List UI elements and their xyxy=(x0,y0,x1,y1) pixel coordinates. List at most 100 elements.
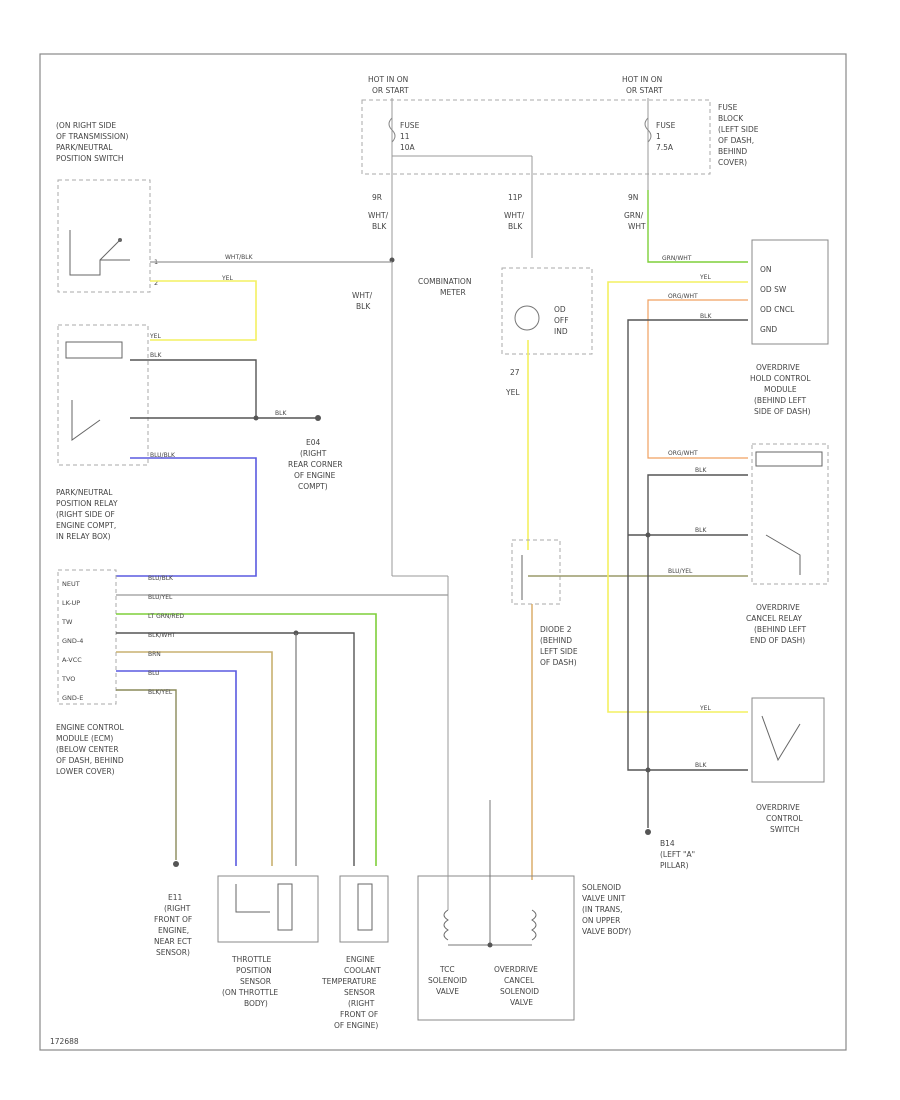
od-cancel-sol-label-1: CANCEL xyxy=(504,976,535,985)
hold-pin-gnd: GND xyxy=(760,325,777,334)
fuse-block-label-1: BLOCK xyxy=(718,114,744,123)
pn-relay-label-2: (RIGHT SIDE OF xyxy=(56,510,115,519)
od-switch-label-2: SWITCH xyxy=(770,825,799,834)
ect-label-0: ENGINE xyxy=(346,955,375,964)
ground-e4-label-4: COMPT) xyxy=(298,482,328,491)
ect-label-1: COOLANT xyxy=(344,966,381,975)
pn-switch-pin-2: 2 xyxy=(154,279,158,287)
od-cancel-sol-label-2: SOLENOID xyxy=(500,987,539,996)
wire-label-yel-switch: YEL xyxy=(699,705,711,712)
splice-ground-e4 xyxy=(253,415,259,421)
ground-e4-terminal xyxy=(315,415,321,421)
tcc-label-0: TCC xyxy=(439,965,455,974)
wire-label-blu-yel-diode: BLU/YEL xyxy=(668,568,693,575)
power-right-sub: OR START xyxy=(626,86,663,95)
wire-label-org-wht-top: ORG/WHT xyxy=(668,293,698,300)
od-hold-module xyxy=(751,239,829,345)
wire-blk-relay xyxy=(130,359,257,418)
tps-label-2: SENSOR xyxy=(240,977,271,986)
solenoid-unit-label-2: (IN TRANS, xyxy=(582,905,623,914)
fuse-left-rating: 10A xyxy=(400,143,416,152)
meter-wire: YEL xyxy=(505,388,520,397)
ect-label-6: OF ENGINE) xyxy=(334,1021,378,1030)
ecm-label-4: LOWER COVER) xyxy=(56,767,115,776)
wire-label-blu-yel-lkup: BLU/YEL xyxy=(148,594,173,601)
cancel-relay-label-2: (BEHIND LEFT xyxy=(754,625,807,634)
meter-lamp-1: OFF xyxy=(554,316,569,325)
wire-label-blk-wht: BLK/WHT xyxy=(148,632,176,639)
fuse-block-label-3: OF DASH, xyxy=(718,136,754,145)
solenoid-unit-label-4: VALVE BODY) xyxy=(582,927,631,936)
ecm-label-2: (BELOW CENTER xyxy=(56,745,119,754)
ect-box xyxy=(339,875,389,943)
hold-module-label-1: HOLD CONTROL xyxy=(750,374,811,383)
tps-box xyxy=(217,875,319,943)
ecm-label-1: MODULE (ECM) xyxy=(56,734,113,743)
tcc-solenoid-coil xyxy=(443,909,449,941)
od-cancel-solenoid-coil xyxy=(531,909,537,941)
wire-label-grn-wht: GRN/WHT xyxy=(662,255,692,262)
pn-relay-label-1: POSITION RELAY xyxy=(56,499,118,508)
tps-element xyxy=(277,883,293,931)
wire-blu-blk xyxy=(116,457,257,577)
hold-pin-odsw: OD SW xyxy=(760,285,787,294)
od-cancel-relay-coil xyxy=(755,451,823,467)
wire-label-blu-blk-relay: BLU/BLK xyxy=(150,452,176,459)
wire-yel-od-sw xyxy=(607,281,748,713)
ground-b4-terminal xyxy=(645,829,651,835)
ground-e1-label-4: NEAR ECT xyxy=(154,937,192,946)
meter-pin: 27 xyxy=(510,368,520,377)
ground-e1-terminal xyxy=(173,861,179,867)
wire-label-brn: BRN xyxy=(148,651,161,658)
wire-yel-pn xyxy=(150,280,257,341)
hold-module-label-2: MODULE xyxy=(764,385,797,394)
wire-label-wht-blk-top: WHT/BLK xyxy=(225,254,254,261)
power-left-wire-1: BLK xyxy=(372,222,387,231)
power-left-sub: OR START xyxy=(372,86,409,95)
pn-relay-label-3: ENGINE COMPT, xyxy=(56,521,116,530)
pn-switch-label-2: PARK/NEUTRAL xyxy=(56,143,113,152)
ground-e1-label-5: SENSOR) xyxy=(156,948,190,957)
od-cancel-sol-label-0: OVERDRIVE xyxy=(494,965,538,974)
diode-label-0: DIODE 2 xyxy=(540,625,572,634)
wire-label-org-wht-bottom: ORG/WHT xyxy=(668,450,698,457)
pn-relay-label-0: PARK/NEUTRAL xyxy=(56,488,113,497)
meter-label-1: METER xyxy=(440,288,466,297)
ground-e1-label-3: ENGINE, xyxy=(158,926,189,935)
wire-brn xyxy=(116,651,273,866)
ground-b4-label-0: B14 xyxy=(660,839,675,848)
hold-pin-odcncl: OD CNCL xyxy=(760,305,795,314)
splice-relay-switch xyxy=(645,532,651,538)
pn-switch-label-0: (ON RIGHT SIDE xyxy=(56,121,116,130)
splice-solenoid-ground xyxy=(487,942,493,948)
fuse-left-number: 11 xyxy=(400,132,410,141)
wire-label-blk-yel: BLK/YEL xyxy=(148,689,173,696)
power-mid-pin: 11P xyxy=(508,193,523,202)
wire-label-blk-relay-switch: BLK xyxy=(695,527,707,534)
od-control-switch-contact xyxy=(761,715,801,762)
wire-label-blk-hold: BLK xyxy=(700,313,712,320)
ground-e4-label-3: OF ENGINE xyxy=(294,471,336,480)
power-mid-wire-0: WHT/ xyxy=(504,211,525,220)
pn-switch-pivot xyxy=(118,238,122,242)
cancel-relay-label-0: OVERDRIVE xyxy=(756,603,800,612)
fuse-right-label: FUSE xyxy=(656,121,676,130)
power-right-wire-1: WHT xyxy=(628,222,646,231)
ground-b4-label-2: PILLAR) xyxy=(660,861,689,870)
ecm-pin-neut: NEUT xyxy=(62,580,80,588)
wire-blk-gnd-hold xyxy=(627,319,748,771)
diode-label-1: (BEHIND xyxy=(540,636,572,645)
power-left-wire-0: WHT/ xyxy=(368,211,389,220)
splice-main xyxy=(389,257,395,263)
power-right-pin: 9N xyxy=(628,193,638,202)
pn-switch-label-3: POSITION SWITCH xyxy=(56,154,124,163)
fuse-block-label-4: BEHIND xyxy=(718,147,747,156)
wire-label-lt-grn-red: LT GRN/RED xyxy=(148,613,184,620)
fuse-left-symbol xyxy=(388,117,396,143)
od-cancel-sol-label-3: VALVE xyxy=(510,998,533,1007)
wire-grn-wht xyxy=(647,190,748,263)
power-mid-wire-1: BLK xyxy=(508,222,523,231)
od-off-lamp xyxy=(514,305,540,331)
wire-blk-relay-coil xyxy=(647,474,748,770)
